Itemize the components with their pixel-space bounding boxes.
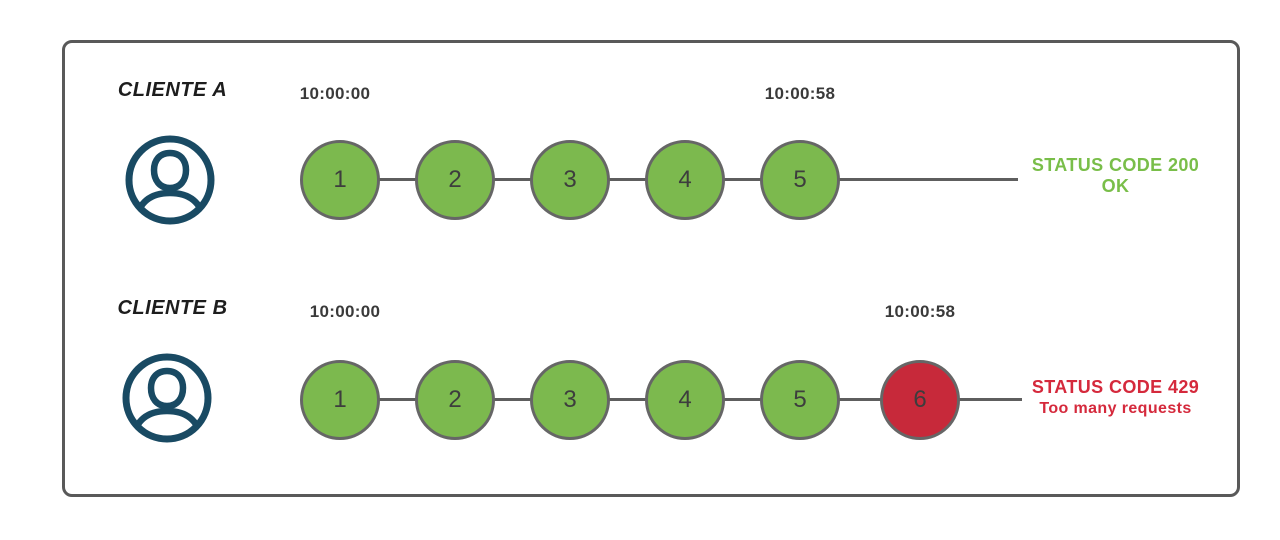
- request-circle: 2: [415, 140, 495, 220]
- request-circle: 1: [300, 360, 380, 440]
- user-avatar-icon: [125, 135, 215, 225]
- request-number: 1: [333, 386, 347, 413]
- request-number: 2: [448, 386, 462, 413]
- request-circle-blocked: 6: [880, 360, 960, 440]
- status-message-line: Too many requests: [1039, 400, 1192, 417]
- request-circle: 5: [760, 140, 840, 220]
- request-circle: 3: [530, 140, 610, 220]
- end-timestamp: 10:00:58: [884, 302, 956, 321]
- request-number: 5: [793, 386, 807, 413]
- request-circle: 5: [760, 360, 840, 440]
- start-timestamp: 10:00:00: [309, 302, 381, 321]
- request-number: 6: [913, 386, 927, 413]
- user-avatar-icon: [122, 353, 212, 443]
- status-message-line: OK: [1101, 176, 1130, 196]
- request-circle: 1: [300, 140, 380, 220]
- start-timestamp: 10:00:00: [299, 84, 371, 103]
- status-text-ok: STATUS CODE 200 OK: [1028, 155, 1203, 197]
- request-number: 4: [678, 166, 692, 193]
- request-number: 4: [678, 386, 692, 413]
- status-code-line: STATUS CODE 200: [1031, 155, 1200, 175]
- request-circle: 4: [645, 360, 725, 440]
- client-b-label: CLIENTE B: [117, 297, 228, 319]
- end-timestamp: 10:00:58: [764, 84, 836, 103]
- request-number: 2: [448, 166, 462, 193]
- request-number: 3: [563, 166, 577, 193]
- request-number: 5: [793, 166, 807, 193]
- request-circle: 3: [530, 360, 610, 440]
- client-a-label: CLIENTE A: [117, 79, 228, 101]
- status-text-error: STATUS CODE 429 Too many requests: [1028, 377, 1203, 419]
- status-code-line: STATUS CODE 429: [1031, 377, 1200, 397]
- request-number: 1: [333, 166, 347, 193]
- request-number: 3: [563, 386, 577, 413]
- diagram-frame: [62, 40, 1240, 497]
- request-circle: 4: [645, 140, 725, 220]
- request-circle: 2: [415, 360, 495, 440]
